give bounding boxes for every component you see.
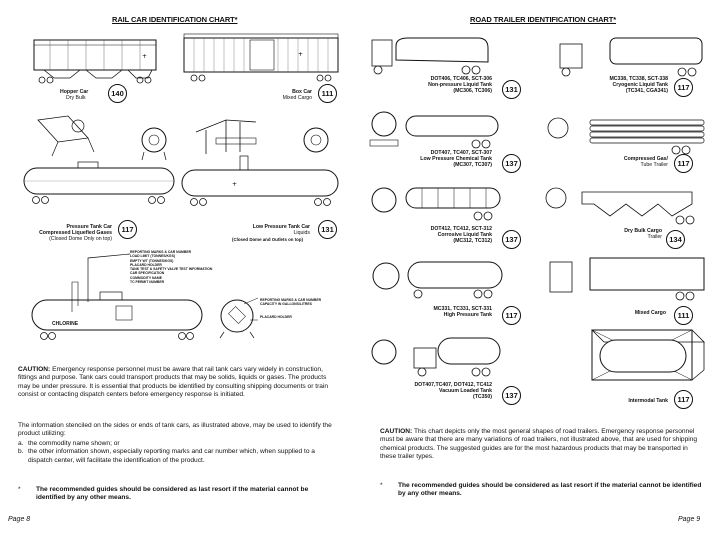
guide-number-badge: 137 — [502, 230, 521, 249]
intermodal-tank-drawing — [591, 329, 705, 381]
rail-caution: CAUTION: Emergency response personnel mu… — [18, 366, 329, 399]
trailer-label: Mixed Cargo — [634, 310, 666, 316]
guide-number-badge: 111 — [318, 84, 337, 103]
pressure-tank-car-drawing — [23, 115, 175, 204]
cryogenic-tank-drawing — [559, 37, 703, 77]
low-pressure-tank-car-drawing: + — [181, 119, 339, 206]
low-pressure-chemical-tank-drawing — [369, 111, 499, 149]
rail-info-intro: The information stenciled on the sides o… — [18, 422, 332, 438]
rail-chart-title: RAIL CAR IDENTIFICATION CHART* — [112, 15, 238, 24]
guide-number-badge: 137 — [502, 154, 521, 173]
rail-star-note: *The recommended guides should be consid… — [18, 486, 309, 502]
trailer-label: Intermodal Tank — [628, 398, 668, 404]
trailer-label: Compressed Gas/Tube Trailer — [623, 156, 668, 168]
tank-marking-diagram — [31, 253, 259, 340]
road-caution: CAUTION: This chart depicts only the mos… — [380, 428, 698, 461]
right-page: ROAD TRAILER IDENTIFICATION CHART* DOT40… — [362, 0, 720, 540]
list-item: a.the commodity name shown; or — [18, 440, 120, 447]
rail-info-list: a.the commodity name shown; or b.the oth… — [18, 440, 336, 465]
tank-commodity-marking: CHLORINE — [52, 321, 79, 327]
left-page: RAIL CAR IDENTIFICATION CHART* + Hopper … — [8, 15, 339, 523]
list-item: b.the other information shown, especiall… — [18, 448, 315, 464]
guide-number-badge: 117 — [674, 154, 693, 173]
box-car-drawing: + — [183, 33, 339, 82]
road-chart-title: ROAD TRAILER IDENTIFICATION CHART* — [470, 15, 617, 24]
svg-text:+: + — [232, 181, 237, 188]
nonpressure-tank-drawing — [371, 37, 489, 75]
vacuum-tank-drawing — [371, 337, 501, 377]
guide-number-badge: 111 — [674, 306, 693, 325]
hopper-car-drawing: + — [33, 39, 157, 84]
high-pressure-tank-drawing — [372, 261, 503, 299]
guide-number-badge: 131 — [502, 80, 521, 99]
guide-number-badge: 117 — [674, 390, 693, 409]
road-star-note: *The recommended guides should be consid… — [380, 482, 702, 498]
guide-number-badge: 117 — [674, 78, 693, 97]
corrosive-tank-drawing — [371, 187, 501, 221]
guide-number-badge: 117 — [118, 220, 137, 239]
guide-number-badge: 117 — [502, 306, 521, 325]
guide-number-badge: 134 — [666, 230, 685, 249]
page-number: Page 9 — [678, 516, 701, 523]
guide-number-badge: 137 — [502, 386, 521, 405]
svg-text:+: + — [298, 51, 303, 58]
low-pressure-note: (Closed Dome and Outlets on top) — [232, 237, 303, 242]
guide-number-badge: 140 — [108, 84, 127, 103]
dry-bulk-trailer-drawing — [545, 187, 695, 225]
guide-number-badge: 131 — [318, 220, 337, 239]
tube-trailer-drawing — [547, 117, 705, 155]
mixed-cargo-trailer-drawing — [549, 257, 705, 301]
page-number: Page 8 — [8, 516, 31, 523]
svg-text:+: + — [142, 53, 147, 60]
